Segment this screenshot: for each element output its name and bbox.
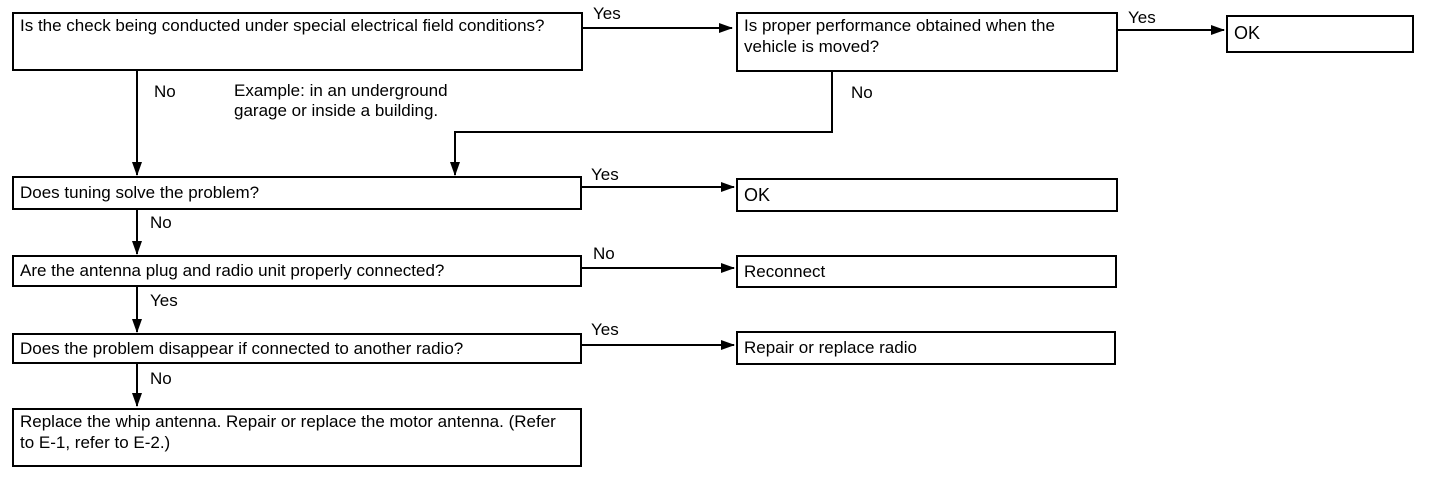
label-q5-yes: Yes — [591, 320, 619, 339]
label-q1-yes: Yes — [593, 4, 621, 23]
label-q3-no: No — [150, 213, 172, 232]
question-another-radio: Does the problem disappear if connected … — [12, 333, 582, 364]
label-q4-no: No — [593, 244, 615, 263]
label-q2-no: No — [851, 83, 873, 102]
result-ok-2: OK — [736, 178, 1118, 212]
result-ok-1: OK — [1226, 15, 1414, 53]
question-performance-when-moved: Is proper performance obtained when the … — [736, 12, 1118, 72]
example-note: Example: in an underground garage or ins… — [234, 81, 448, 120]
label-q1-no: No — [154, 82, 176, 101]
arrow-q2-no — [450, 72, 833, 176]
question-tuning: Does tuning solve the problem? — [12, 176, 582, 210]
result-replace-antenna: Replace the whip antenna. Repair or repl… — [12, 408, 582, 467]
label-q3-yes: Yes — [591, 165, 619, 184]
label-q5-no: No — [150, 369, 172, 388]
result-repair-replace-radio: Repair or replace radio — [736, 331, 1116, 365]
question-antenna-connection: Are the antenna plug and radio unit prop… — [12, 255, 582, 287]
label-q2-yes: Yes — [1128, 8, 1156, 27]
label-q4-yes: Yes — [150, 291, 178, 310]
result-reconnect: Reconnect — [736, 255, 1117, 288]
question-special-conditions: Is the check being conducted under speci… — [12, 12, 583, 71]
